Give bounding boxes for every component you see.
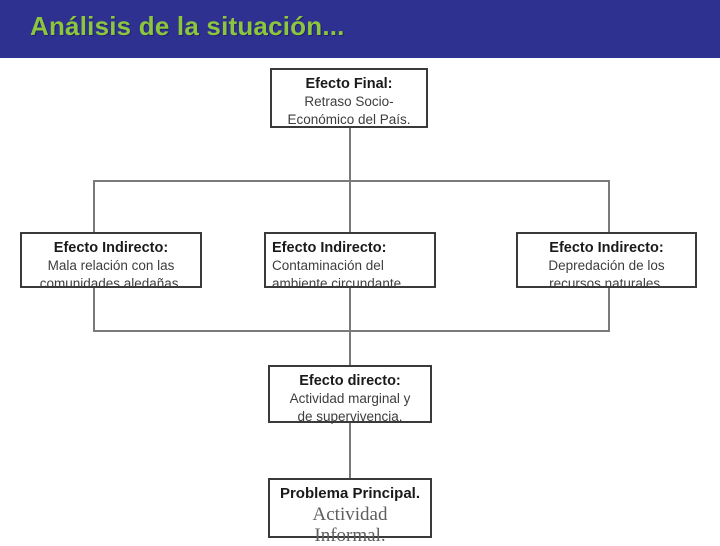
connector-directo-to-problema [349, 423, 351, 480]
node-efecto-indirecto-centro-title: Efecto Indirecto: [272, 240, 387, 256]
slide-header-band [0, 0, 720, 58]
connector-final-to-bar [349, 128, 351, 181]
node-efecto-directo[interactable]: Efecto directo: Actividad marginal y de … [268, 365, 432, 424]
connector-bar-to-directo [349, 330, 351, 367]
node-efecto-indirecto-centro-line1: Contaminación del [272, 258, 384, 274]
connector-lower-riser-center [349, 288, 351, 332]
node-problema-principal-line2: Informal. [314, 525, 386, 546]
node-efecto-indirecto-centro[interactable]: Efecto Indirecto: Contaminación del ambi… [264, 232, 436, 291]
node-efecto-final-line2: Económico del País. [287, 111, 411, 127]
node-problema-principal-title: Problema Principal. [279, 485, 421, 502]
node-efecto-final-title: Efecto Final: [305, 76, 393, 92]
node-problema-principal-line1: Actividad [312, 503, 388, 525]
node-problema-principal[interactable]: Problema Principal. Actividad Informal. [268, 478, 432, 546]
node-efecto-indirecto-izquierda[interactable]: Efecto Indirecto: Mala relación con las … [20, 232, 202, 291]
node-efecto-final-line1: Retraso Socio- [304, 94, 394, 110]
connector-upper-drop-left [93, 180, 95, 232]
node-efecto-indirecto-derecha[interactable]: Efecto Indirecto: Depredación de los rec… [516, 232, 697, 291]
node-efecto-directo-line2: de supervivencia. [297, 408, 403, 424]
node-efecto-indirecto-derecha-line1: Depredación de los [548, 258, 665, 274]
node-efecto-indirecto-derecha-line2: recursos naturales. [549, 275, 664, 291]
connector-lower-riser-left [93, 288, 95, 332]
connector-upper-bar [93, 180, 610, 182]
connector-upper-drop-right [608, 180, 610, 232]
node-efecto-final[interactable]: Efecto Final: Retraso Socio- Económico d… [270, 68, 428, 128]
node-efecto-indirecto-izquierda-line2: comunidades aledañas. [39, 275, 183, 291]
connector-upper-drop-center [349, 180, 351, 232]
connector-lower-bar [93, 330, 610, 332]
page-title: Análisis de la situación... [30, 11, 345, 41]
header-divider-rule [16, 58, 706, 63]
node-efecto-indirecto-izquierda-title: Efecto Indirecto: [53, 240, 169, 256]
node-efecto-directo-line1: Actividad marginal y [289, 391, 411, 407]
node-efecto-indirecto-centro-line2: ambiente circundante. [272, 275, 405, 291]
connector-lower-riser-right [608, 288, 610, 332]
node-efecto-indirecto-derecha-title: Efecto Indirecto: [549, 240, 664, 256]
node-efecto-directo-title: Efecto directo: [299, 373, 401, 389]
node-efecto-indirecto-izquierda-line1: Mala relación con las [47, 258, 175, 274]
